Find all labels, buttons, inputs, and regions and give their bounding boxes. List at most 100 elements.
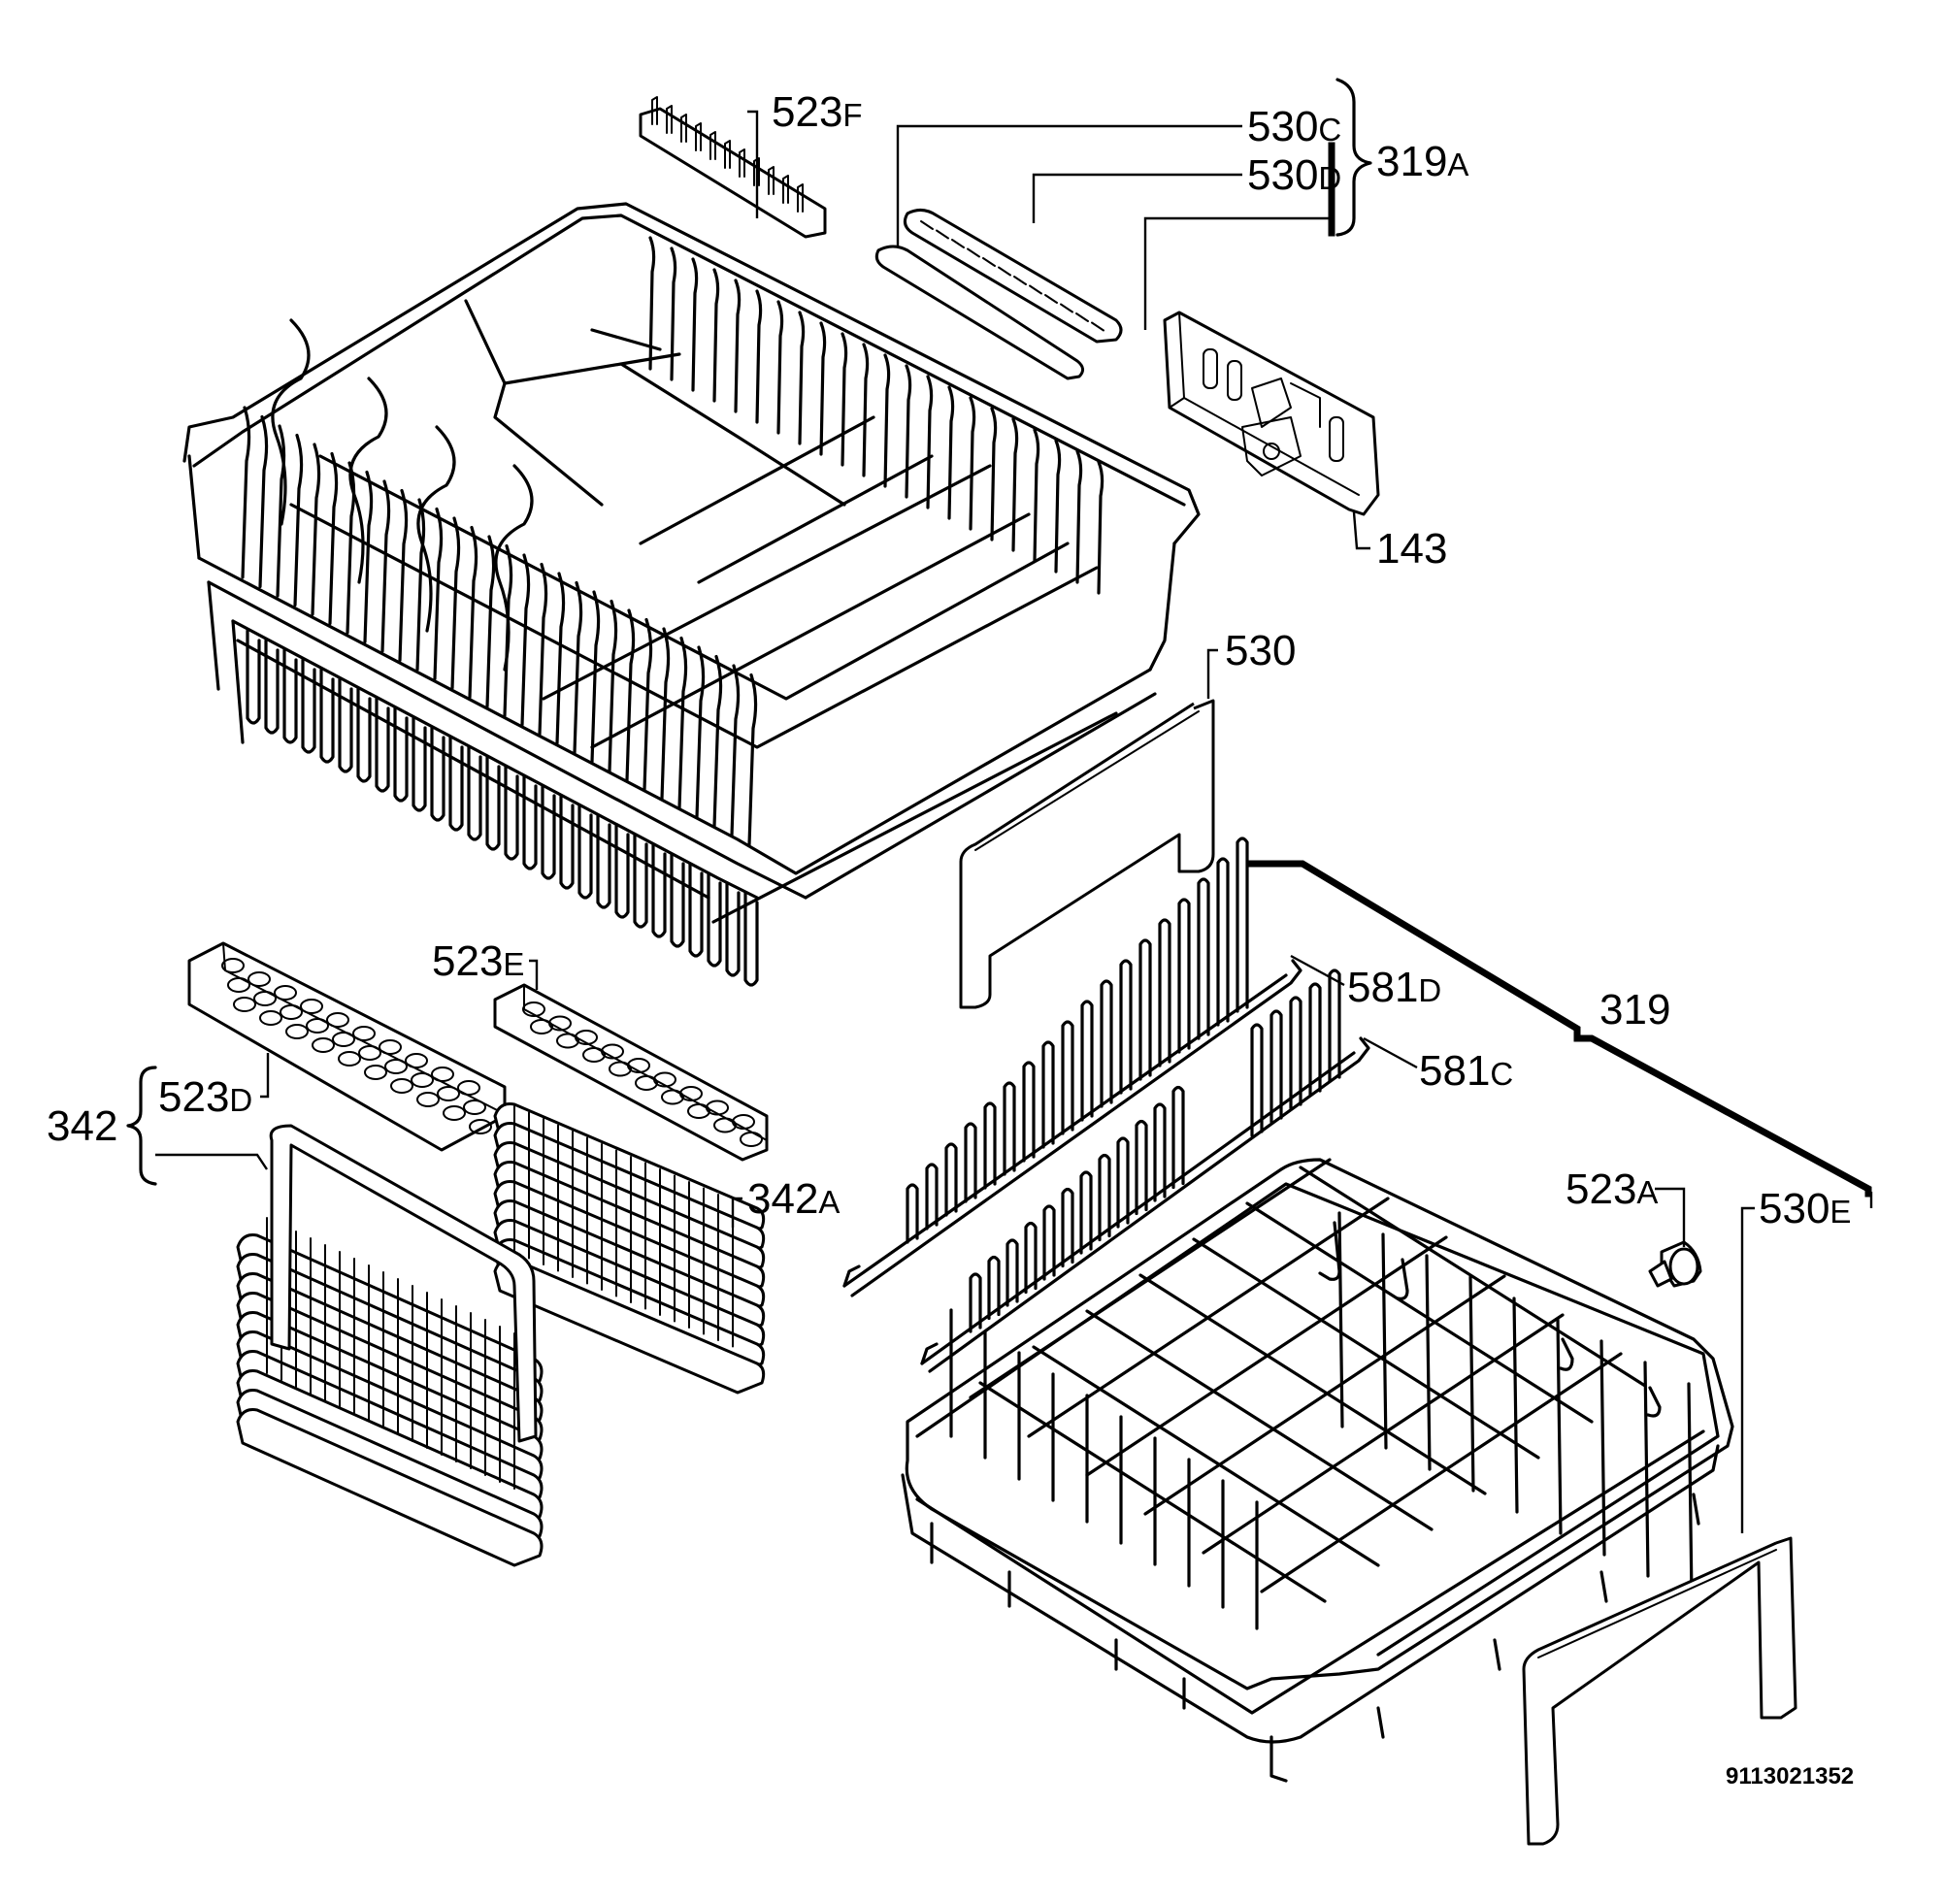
basket-loop xyxy=(264,639,280,735)
part-530d-rail xyxy=(903,209,1123,344)
comb-tine xyxy=(680,114,687,143)
comb-knob xyxy=(713,1117,737,1133)
rail-hole xyxy=(1091,321,1104,332)
basket-grid-wire xyxy=(1192,1237,1540,1460)
leader-lines xyxy=(155,110,1755,1533)
rack-tine xyxy=(1061,1187,1074,1268)
tray-knob xyxy=(285,1024,309,1039)
comb-knob xyxy=(661,1089,684,1105)
basket-tine xyxy=(947,385,955,520)
label-581d: 581D xyxy=(1347,964,1441,1011)
basket-tine xyxy=(648,236,656,371)
basket-loop xyxy=(246,629,261,725)
basket-tine xyxy=(798,311,806,445)
rail-hole xyxy=(1013,276,1027,285)
rail-hole xyxy=(1044,294,1058,304)
rack-tine xyxy=(987,1255,1001,1321)
basket-tine xyxy=(819,321,827,456)
part-342a-basket xyxy=(493,1102,766,1395)
part-143-bracket xyxy=(1163,311,1380,516)
rack-tine xyxy=(1153,1102,1167,1202)
basket-tine xyxy=(1033,428,1040,563)
basket-loop xyxy=(614,823,630,919)
comb-tine xyxy=(797,183,804,213)
tray-knob xyxy=(443,1105,466,1121)
tray-knob xyxy=(326,1012,349,1028)
tray-knob xyxy=(416,1092,440,1107)
basket-grid-wire xyxy=(1260,1352,1623,1593)
comb-knob xyxy=(582,1047,606,1063)
basket-loop xyxy=(743,891,759,987)
rail-hole xyxy=(920,220,934,230)
rail-hole xyxy=(998,266,1011,277)
tray-knob xyxy=(253,991,277,1006)
basket-tine xyxy=(380,479,391,653)
comb-knob xyxy=(556,1033,579,1049)
rack-tine xyxy=(1116,1136,1130,1229)
tray-knob xyxy=(247,971,271,987)
rack-tine xyxy=(1177,898,1191,1054)
rack-tine xyxy=(964,1122,977,1203)
rack-tine xyxy=(1080,1000,1094,1122)
comb-knob xyxy=(679,1086,703,1101)
rack-tine xyxy=(969,1272,982,1333)
basket-loop xyxy=(559,794,575,890)
basket-tine xyxy=(747,673,758,847)
tray-knob xyxy=(259,1010,282,1026)
tray-knob xyxy=(274,985,297,1001)
part-530c-strip xyxy=(874,245,1084,380)
basket-loop xyxy=(412,716,427,812)
rack-tine xyxy=(1098,1153,1111,1242)
basket-tine xyxy=(883,353,891,488)
brace-342 xyxy=(126,1066,157,1186)
tray-knob xyxy=(352,1026,376,1041)
basket-loop xyxy=(301,658,316,754)
basket-loop xyxy=(633,833,648,929)
bracket-319-heavy xyxy=(1248,860,1872,1198)
rack-tine xyxy=(1138,938,1152,1081)
tray-knob xyxy=(431,1067,454,1082)
basket-tine xyxy=(712,268,720,403)
rack-tine xyxy=(1328,968,1341,1083)
label-523e: 523E xyxy=(432,937,524,985)
basket-tine xyxy=(485,535,496,708)
label-319: 319 xyxy=(1599,986,1670,1034)
rail-hole xyxy=(1075,312,1089,322)
comb-knob xyxy=(732,1114,755,1130)
basket-loop xyxy=(688,862,704,958)
label-530: 530 xyxy=(1225,627,1296,674)
label-523d: 523D xyxy=(158,1073,252,1121)
basket-tine xyxy=(755,289,763,424)
basket-tine xyxy=(503,543,513,718)
comb-knob xyxy=(575,1030,598,1045)
basket-tine xyxy=(841,332,848,467)
rail-hole xyxy=(967,247,980,258)
basket-tine xyxy=(555,572,566,745)
rail-hole xyxy=(982,257,996,267)
basket-loop xyxy=(467,745,482,841)
tray-knob xyxy=(390,1078,413,1094)
lower-basket xyxy=(901,1158,1734,1783)
rack-tine xyxy=(925,1163,939,1231)
basket-tine xyxy=(311,443,321,616)
basket-post xyxy=(1643,1361,1650,1578)
comb-tine xyxy=(724,140,731,169)
basket-grid-wire xyxy=(1032,1345,1380,1567)
basket-tine xyxy=(415,498,426,672)
basket-grid-wire xyxy=(1143,1274,1506,1516)
label-530c: 530C xyxy=(1247,103,1341,150)
tray-knob xyxy=(280,1004,303,1020)
tray-knob xyxy=(312,1037,335,1053)
label-530e: 530E xyxy=(1759,1185,1851,1232)
comb-knob xyxy=(706,1100,729,1116)
rack-tine xyxy=(1100,979,1113,1108)
callout-labels: 523F 530C 530D 319A 143 530 523E 581D 58… xyxy=(47,88,1854,1789)
basket-tine xyxy=(660,627,671,801)
basket-post xyxy=(1381,1232,1388,1450)
basket-loop xyxy=(375,697,390,793)
basket-tine xyxy=(608,599,618,773)
rack-tine xyxy=(1308,982,1322,1097)
rack-tine xyxy=(1269,1009,1283,1124)
comb-knob xyxy=(548,1015,572,1032)
basket-tine xyxy=(905,364,912,499)
